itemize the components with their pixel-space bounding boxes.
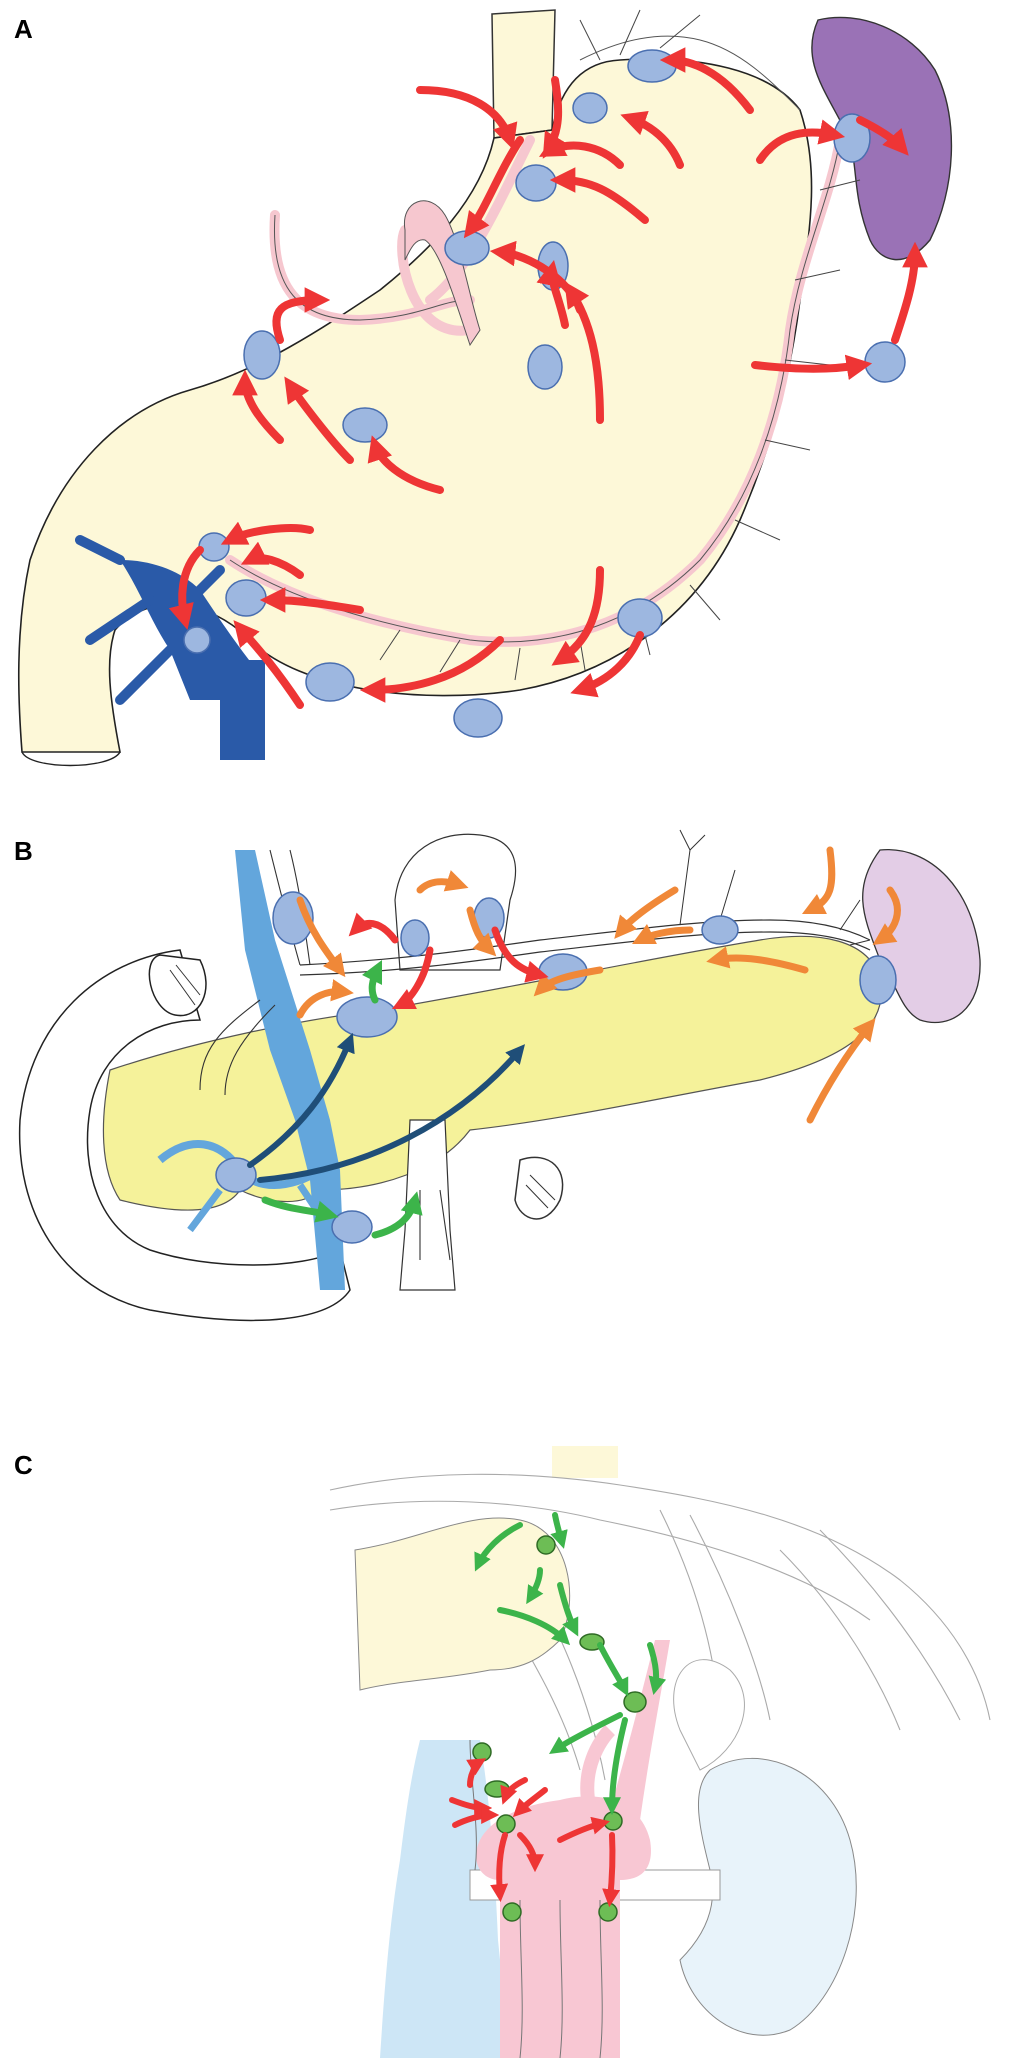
lymph-node [444, 230, 490, 266]
flow-arrows-red [348, 912, 549, 1010]
lymph-node [472, 1742, 492, 1762]
lymph-node [198, 532, 230, 562]
splenic-branches [679, 829, 871, 946]
flow-arrows-green-c [474, 1512, 667, 1816]
lymph-node [215, 1157, 257, 1193]
retroperitoneal-diagram [329, 1446, 991, 2058]
celiac-artery [610, 1640, 670, 1820]
panel-label-a: A [14, 14, 33, 44]
lymph-node [305, 662, 355, 702]
lymph-node [627, 49, 677, 83]
lymph-node [336, 996, 398, 1038]
lymph-node [536, 1535, 556, 1555]
lymph-node [859, 955, 897, 1005]
panel-a: A [0, 0, 1027, 790]
flow-arrows-navy [247, 1032, 526, 1183]
gastric-arteries-outline [229, 35, 841, 643]
lymph-node [623, 1691, 647, 1713]
lymph-node [243, 330, 281, 380]
stomach [17, 58, 813, 753]
lymph-node [183, 626, 211, 654]
pancreas [102, 935, 882, 1211]
lymph-node [572, 92, 608, 124]
sma [399, 1119, 456, 1291]
portal-vein [75, 535, 265, 760]
lymph-node [225, 579, 267, 617]
esophagus [552, 1446, 618, 1478]
lymph-nodes-a [183, 49, 906, 738]
panel-b: B [0, 790, 1027, 1440]
lymph-node [864, 341, 906, 383]
lymph-node [515, 164, 557, 202]
pancreas-diagram [18, 829, 981, 1322]
lymph-node [527, 344, 563, 390]
duodenum [21, 751, 121, 767]
lymph-node [603, 1811, 623, 1831]
flow-arrows-green [261, 959, 423, 1239]
lymph-node [701, 915, 739, 945]
lymph-node [502, 1902, 522, 1922]
lymph-node [342, 407, 388, 443]
duodenum [18, 949, 351, 1322]
flow-arrows-a [168, 47, 928, 709]
aorta [476, 1796, 651, 2058]
panel-label-b: B [14, 836, 33, 866]
flow-arrows-orange [296, 846, 901, 1124]
stomach-diagram [17, 9, 953, 767]
lymph-node [400, 919, 430, 957]
lymph-node [496, 1814, 516, 1834]
lymph-node [453, 698, 503, 738]
lymph-node [331, 1210, 373, 1244]
panel-c: C [0, 1440, 1027, 2058]
lymph-node [598, 1902, 618, 1922]
portal-vein [235, 850, 345, 1290]
left-gastric-loop [404, 200, 481, 347]
flow-arrows-red-c [449, 1758, 621, 1908]
vessel-branches [379, 9, 861, 681]
panel-label-c: C [14, 1450, 33, 1480]
